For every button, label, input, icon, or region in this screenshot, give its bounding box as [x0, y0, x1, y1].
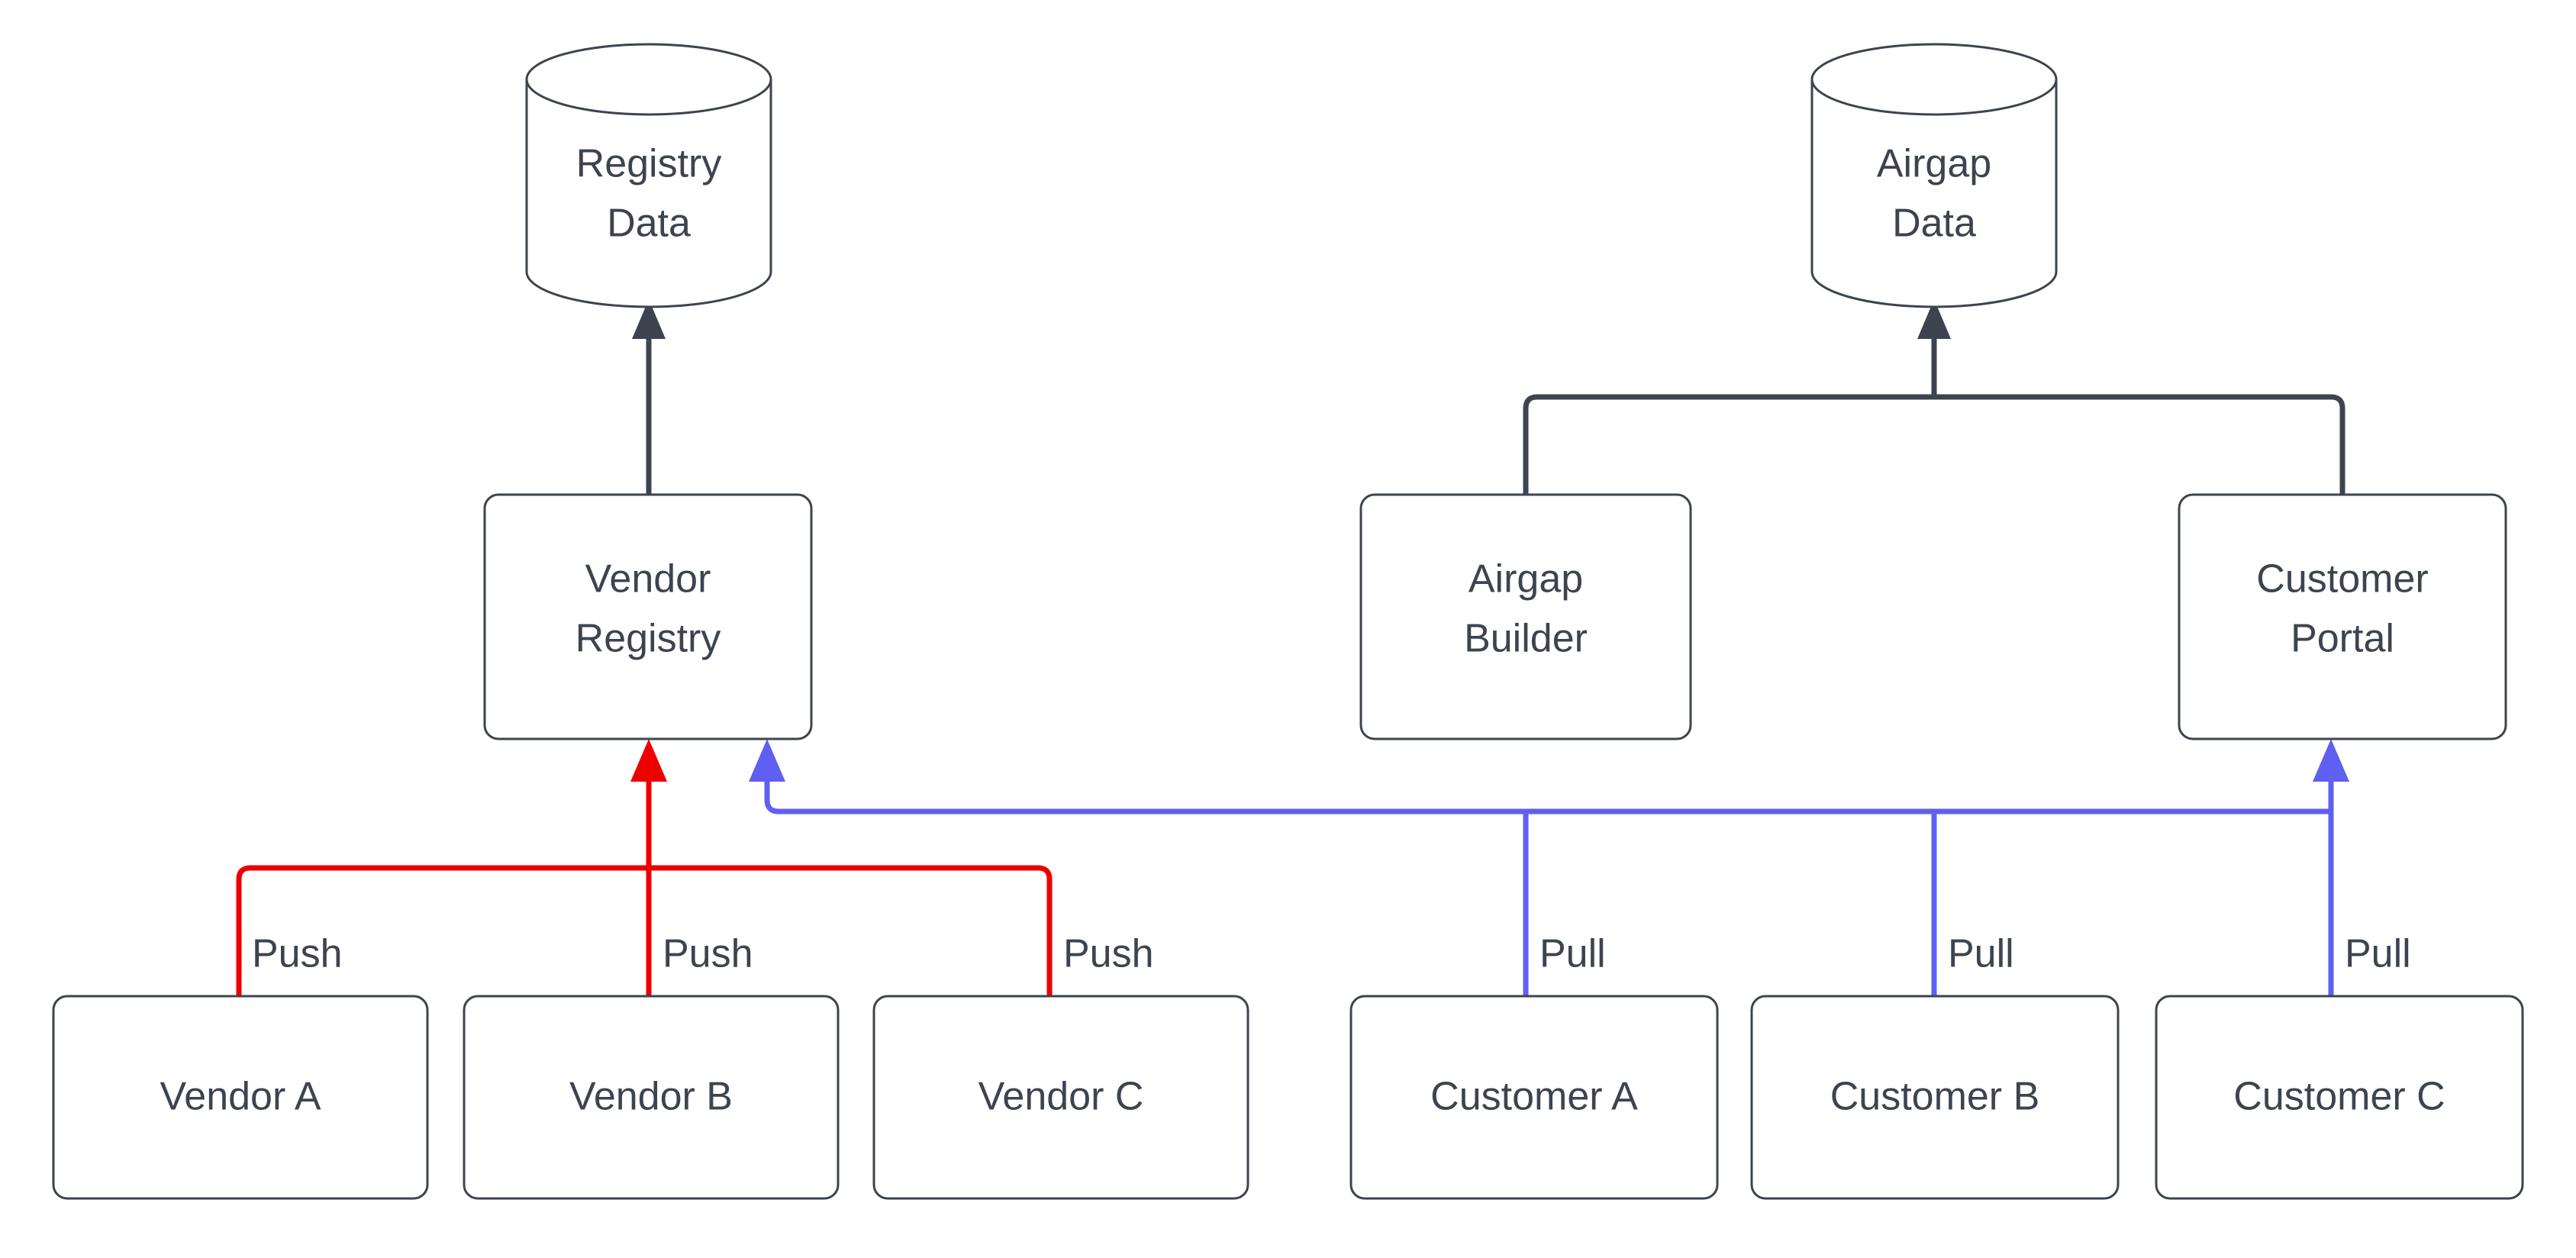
edge-push-bus [236, 739, 1053, 996]
service-airgap-builder[interactable]: Airgap Builder [1359, 493, 1692, 740]
actor-customer-a-label: Customer A [1430, 1075, 1638, 1119]
actor-vendor-a-label: Vendor A [160, 1075, 321, 1119]
edge-pull-bus [749, 739, 2349, 996]
actor-vendor-c-label: Vendor C [978, 1075, 1144, 1119]
edge-label-pull-customer-a: Pull [1539, 932, 1606, 976]
service-customer-portal[interactable]: Customer Portal [2178, 493, 2507, 740]
edge-vendor-registry-to-registry-data [632, 299, 666, 495]
service-vendor-registry[interactable]: Vendor Registry [483, 493, 813, 740]
datastore-registry-data[interactable]: Registry Data [525, 43, 772, 308]
actor-customer-b[interactable]: Customer B [1750, 995, 2120, 1200]
actor-customer-c-label: Customer C [2233, 1075, 2445, 1119]
service-customer-portal-label-line1: Customer [2256, 557, 2428, 602]
service-customer-portal-label-line2: Portal [2291, 617, 2394, 661]
datastore-airgap-data[interactable]: Airgap Data [1810, 43, 2058, 308]
edge-label-pull-customer-b: Pull [1948, 932, 2014, 976]
actor-vendor-a[interactable]: Vendor A [52, 995, 429, 1200]
datastore-airgap-data-label-line1: Airgap [1877, 142, 1991, 186]
service-vendor-registry-label-line2: Registry [575, 617, 721, 661]
edge-label-push-vendor-a: Push [252, 932, 343, 976]
actor-customer-b-label: Customer B [1830, 1075, 2040, 1119]
edge-label-pull-customer-c: Pull [2345, 932, 2411, 976]
datastore-registry-data-label-line1: Registry [576, 142, 722, 186]
actor-vendor-b[interactable]: Vendor B [463, 995, 840, 1200]
actor-customer-a[interactable]: Customer A [1349, 995, 1719, 1200]
actor-customer-c[interactable]: Customer C [2155, 995, 2524, 1200]
edge-label-push-vendor-b: Push [663, 932, 753, 976]
datastore-airgap-data-label-line2: Data [1892, 202, 1976, 246]
service-airgap-builder-label-line2: Builder [1464, 617, 1588, 661]
actor-vendor-b-label: Vendor B [569, 1075, 733, 1119]
edge-label-push-vendor-c: Push [1063, 932, 1154, 976]
actor-vendor-c[interactable]: Vendor C [872, 995, 1249, 1200]
edge-airgap-bracket-to-airgap-data [1523, 299, 2345, 495]
service-vendor-registry-label-line1: Vendor [585, 557, 711, 602]
datastore-registry-data-label-line2: Data [607, 202, 691, 246]
service-airgap-builder-label-line1: Airgap [1469, 557, 1583, 602]
